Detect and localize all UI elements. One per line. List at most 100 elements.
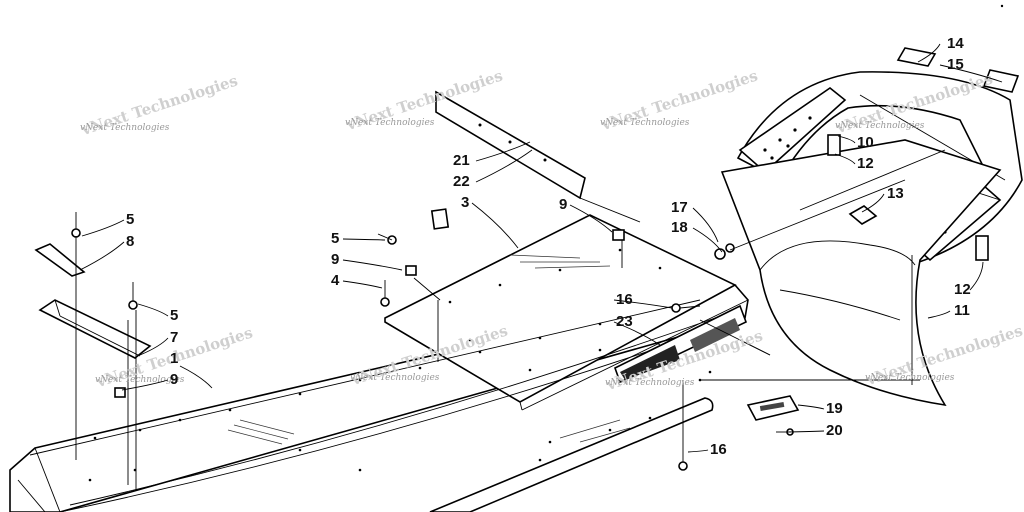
leader-line	[613, 321, 661, 346]
leader-line	[342, 259, 403, 271]
callout-label: 10	[857, 134, 874, 151]
leader-line	[613, 299, 673, 309]
rear-panel	[720, 139, 1002, 407]
callout-c16a: 16	[613, 291, 673, 309]
callout-label: 20	[826, 422, 843, 439]
leader-line	[475, 141, 531, 162]
leader-line	[917, 43, 941, 63]
callout-c12b: 12	[954, 261, 984, 298]
bracket-8	[34, 243, 86, 277]
leader-line	[692, 207, 719, 243]
watermark-text: vNext Technologies	[350, 373, 440, 383]
callout-label: 5	[170, 307, 178, 324]
decal-15	[982, 69, 1020, 93]
callout-label: 17	[671, 199, 688, 216]
clip-13	[848, 205, 878, 225]
callout-label: 5	[126, 211, 134, 228]
leader-line	[797, 404, 825, 410]
bracket-7	[38, 299, 152, 359]
callout-layer: 1415101213121117189212235941623585719192…	[79, 35, 1003, 458]
tunnel-panel	[9, 214, 749, 512]
leader-line	[861, 193, 885, 213]
leader-line	[139, 337, 169, 356]
leader-line	[179, 365, 213, 389]
leader-line	[342, 280, 383, 289]
callout-label: 11	[954, 302, 970, 319]
clip-12a	[827, 134, 841, 156]
callout-c17: 17	[671, 199, 719, 243]
callout-c16b: 16	[687, 441, 727, 458]
callout-c5c: 5	[137, 303, 178, 324]
callout-c3: 3	[461, 194, 519, 249]
callout-c13: 13	[861, 185, 904, 213]
callout-label: 14	[947, 35, 964, 52]
leader-line	[81, 219, 125, 237]
callout-c5b: 5	[81, 211, 134, 237]
leader-line	[137, 303, 169, 317]
callout-label: 7	[170, 329, 178, 346]
leader-line	[687, 449, 709, 453]
decal-14	[896, 47, 937, 67]
callout-c9c: 9	[121, 371, 178, 391]
callout-label: 9	[559, 196, 567, 213]
decal-23	[614, 304, 748, 384]
callout-label: 22	[453, 173, 470, 190]
leader-line	[342, 238, 386, 241]
callout-label: 15	[947, 56, 964, 73]
watermark-text: vNext Technologies	[605, 378, 695, 388]
callout-label: 21	[453, 152, 470, 169]
callout-label: 16	[616, 291, 633, 308]
callout-c18: 18	[671, 219, 723, 253]
callout-c9b: 9	[331, 251, 403, 271]
callout-c22: 22	[453, 149, 533, 190]
assembly-lines	[75, 149, 946, 490]
callout-c4: 4	[331, 272, 383, 289]
leader-line	[837, 135, 856, 144]
callout-c14: 14	[917, 35, 964, 63]
corner-mark	[1000, 4, 1004, 8]
watermark-text: vNext Technologies	[865, 373, 955, 383]
callout-label: 9	[170, 371, 178, 388]
leader-line	[834, 153, 856, 165]
side-rail	[429, 397, 714, 512]
clip-12b	[975, 235, 989, 261]
watermark-text: vNext Technologies	[345, 118, 435, 128]
snow-flap	[435, 90, 641, 223]
leader-line	[475, 149, 533, 183]
callout-c10: 10	[837, 134, 874, 151]
leader-line	[121, 379, 169, 391]
callout-label: 5	[331, 230, 339, 247]
callout-c23: 23	[613, 313, 661, 346]
callout-label: 13	[887, 185, 904, 202]
callout-c9a: 9	[559, 196, 613, 233]
callout-label: 18	[671, 219, 688, 236]
callout-label: 19	[826, 400, 843, 417]
leader-line	[569, 204, 613, 233]
leader-line	[692, 227, 723, 253]
watermark-text: vNext Technologies	[835, 121, 925, 131]
leader-line	[927, 310, 951, 319]
callout-c5a: 5	[331, 230, 386, 247]
callout-c15: 15	[939, 56, 1003, 83]
leader-line	[939, 64, 1003, 83]
callout-label: 23	[616, 313, 633, 330]
leader-line	[79, 241, 125, 271]
callout-c8: 8	[79, 233, 134, 271]
callout-label: 12	[954, 281, 971, 298]
leader-line	[471, 202, 519, 249]
leader-line	[787, 430, 825, 433]
leader-line	[969, 261, 984, 291]
callout-label: 12	[857, 155, 874, 172]
fasteners	[71, 212, 794, 471]
callout-c19: 19	[797, 400, 843, 417]
decal-square	[430, 208, 450, 230]
watermark-text: vNext Technologies	[600, 118, 690, 128]
callout-c11: 11	[927, 302, 970, 319]
callout-label: 9	[331, 251, 339, 268]
plate-19	[746, 395, 800, 421]
callout-c21: 21	[453, 141, 531, 169]
watermark-text: vNext Technologies	[80, 123, 170, 133]
callout-c12a: 12	[834, 153, 874, 172]
watermark-text: vNext Technologies	[95, 375, 185, 385]
